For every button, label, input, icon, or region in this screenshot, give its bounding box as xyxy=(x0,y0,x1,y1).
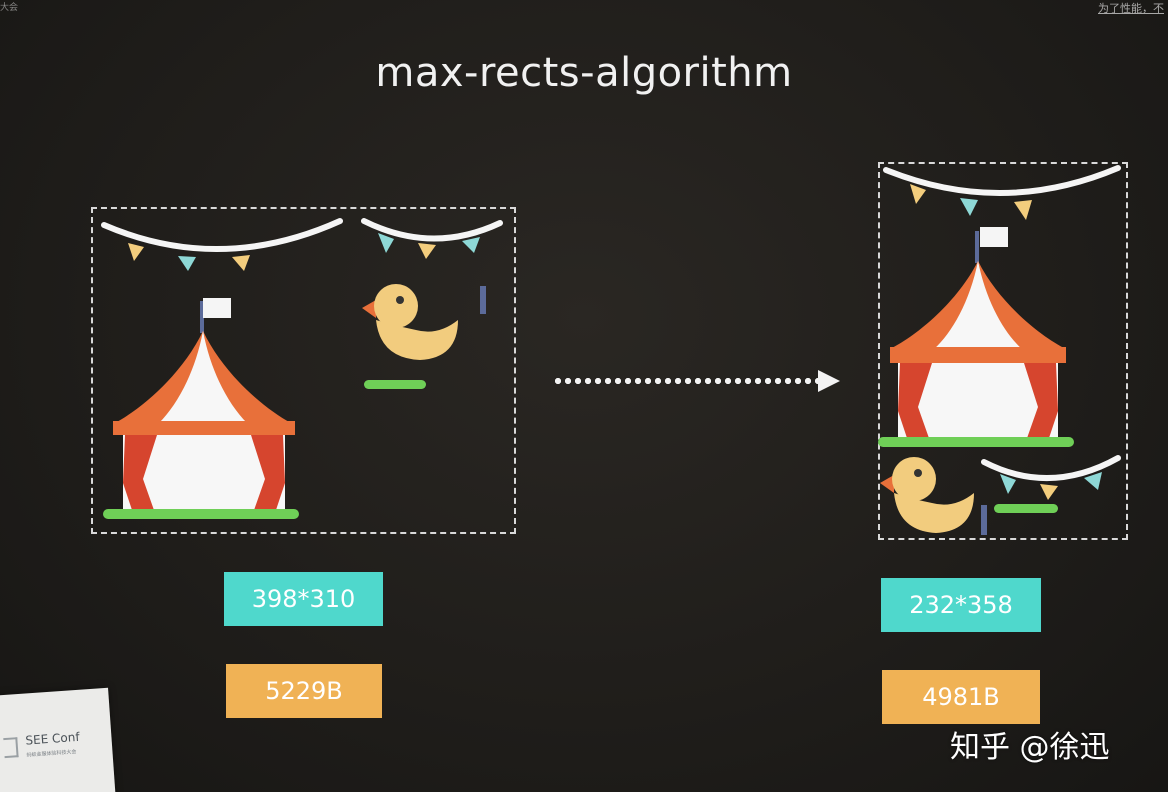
conference-card: SEE Conf 蚂蚁金服体验科技大会 xyxy=(0,687,116,792)
see-conf-logo-icon xyxy=(3,737,19,759)
bunting-flags-icon xyxy=(101,218,343,271)
conference-name: SEE Conf xyxy=(25,729,81,748)
bunting-flags-icon xyxy=(981,455,1121,513)
bunting-flags-icon xyxy=(361,218,503,259)
top-left-text: 大会 xyxy=(0,3,19,13)
sprite-sheet-before xyxy=(91,207,516,534)
bunting-flags-icon xyxy=(883,165,1121,220)
dimension-badge-after: 232*358 xyxy=(881,578,1041,632)
top-right-text: 为了性能，不 xyxy=(1098,2,1164,15)
arrow-head xyxy=(818,370,840,392)
slide-title: max-rects-algorithm xyxy=(375,50,793,96)
circus-tent-icon xyxy=(878,227,1074,447)
arrow-right-icon xyxy=(553,377,819,385)
sprite-sheet-after xyxy=(878,162,1128,540)
duck-icon xyxy=(880,457,987,535)
duck-icon xyxy=(362,284,486,389)
size-badge-after: 4981B xyxy=(882,670,1040,724)
circus-tent-icon xyxy=(103,298,299,519)
dimension-badge-before: 398*310 xyxy=(224,572,383,626)
watermark: 知乎 @徐迅 xyxy=(950,730,1110,765)
size-badge-before: 5229B xyxy=(226,664,382,718)
conference-subtitle: 蚂蚁金服体验科技大会 xyxy=(26,749,77,759)
